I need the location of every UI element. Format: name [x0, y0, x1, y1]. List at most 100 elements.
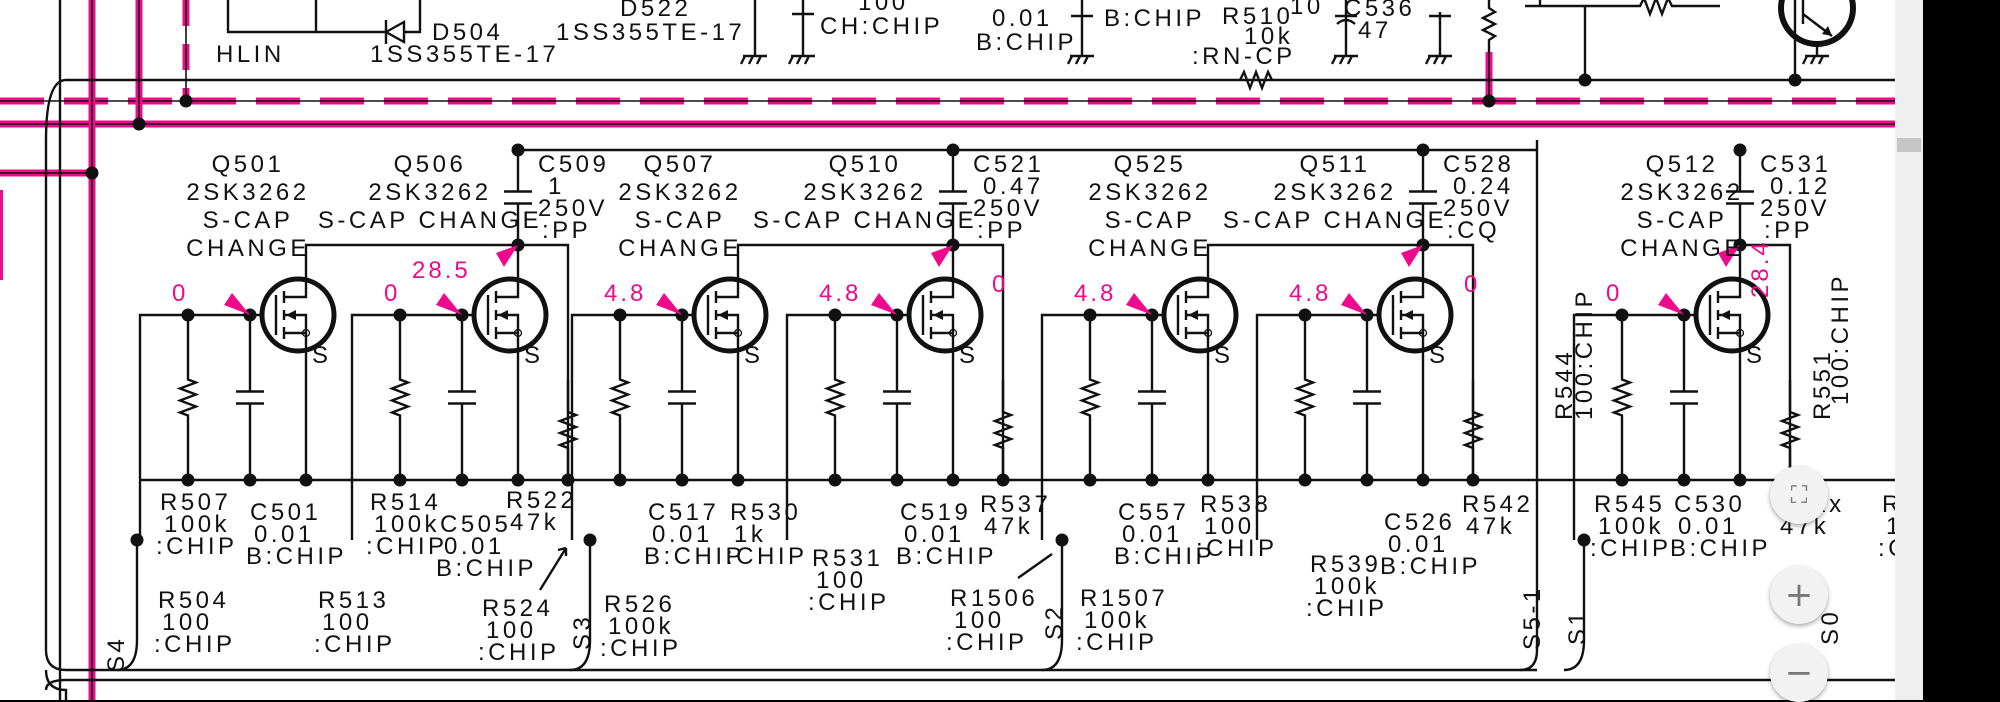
component-ref: R542: [1462, 491, 1533, 518]
junction-dot: [1360, 473, 1374, 487]
pointer-arrow: [538, 546, 568, 591]
component-ref: R530: [730, 499, 801, 526]
mosfet-arrow-icon: [1403, 310, 1413, 320]
junction-dot: [1733, 473, 1747, 487]
label-partial-chip: :CHIP: [228, 0, 310, 4]
junction-dot: [1788, 73, 1802, 87]
resistor-symbol: [176, 315, 200, 480]
source-mark-icon: [733, 328, 743, 338]
gate-voltage-label: 0: [1606, 280, 1622, 307]
top-circuit: [44, 0, 1895, 700]
component-type: B:CHIP: [436, 555, 537, 582]
switch-stage-3: S4.8S4.8C5280.24250V:CQQ5252SK3262S-CAPC…: [1040, 143, 1514, 672]
fit-screen-button[interactable]: ⛶: [1770, 466, 1828, 524]
junction-dot: [1145, 473, 1159, 487]
zoom-out-button[interactable]: −: [1770, 644, 1828, 702]
junction-dot: [179, 94, 193, 108]
junction-dot: [393, 473, 407, 487]
cap-ref: C528: [1443, 151, 1514, 178]
capacitor-symbol: [448, 315, 476, 480]
source-label: S: [1214, 342, 1234, 369]
component-type: :CHIP: [154, 631, 236, 658]
transistor-note: S-CAP CHANGE: [753, 207, 977, 234]
junction-dot: [613, 473, 627, 487]
switch-label-s5-1: S5-1: [1519, 585, 1546, 650]
transistor-ref: Q511: [1300, 151, 1371, 178]
gate-wire: [1572, 313, 1696, 540]
cap-voltage: 250V: [1443, 195, 1513, 222]
gate-wire: [138, 313, 262, 540]
junction-dot: [1578, 73, 1592, 87]
transistor-note: S-CAP: [635, 207, 726, 234]
transistor-part: 2SK3262: [1620, 179, 1743, 206]
junction-dot: [130, 533, 144, 547]
junction-dot: [132, 117, 146, 131]
probe-pointer-icon: [1401, 245, 1423, 267]
label-d504-ref: D504: [432, 19, 503, 46]
mosfet-arrow-icon: [286, 310, 296, 320]
switch-rail: [116, 540, 139, 672]
label-r544: R544: [1551, 349, 1578, 420]
pointer-arrow: [1017, 553, 1053, 579]
junction-dot: [1615, 473, 1629, 487]
gate-wire: [1255, 313, 1379, 540]
vertical-scrollbar[interactable]: [1895, 0, 1923, 700]
junction-dot: [675, 473, 689, 487]
resistor-symbol: [1461, 380, 1485, 480]
transistor-part: 2SK3262: [803, 179, 926, 206]
ground-icon: [1330, 54, 1358, 65]
transistor-ref: Q512: [1646, 151, 1719, 178]
switch-label-s2: S2: [1041, 604, 1068, 640]
component-type: B:CHIP: [1114, 543, 1215, 570]
transistor-part: 2SK3262: [186, 179, 309, 206]
component-value: 100: [1886, 513, 1895, 540]
zoom-in-button[interactable]: +: [1770, 566, 1828, 624]
source-mark-icon: [1203, 328, 1213, 338]
junction-dot: [511, 143, 525, 157]
gate-voltage-label: 4.8: [1289, 280, 1331, 307]
ground-icon: [1424, 54, 1452, 65]
junction-dot: [511, 473, 525, 487]
source-mark-icon: [301, 328, 311, 338]
mosfet-leads: [274, 281, 308, 349]
junction-dot: [1677, 473, 1691, 487]
label-hlin: HLIN: [216, 41, 285, 68]
switch-rail: [1041, 540, 1064, 672]
gate-voltage-label: 4.8: [819, 280, 861, 307]
mosfet-leads: [1391, 281, 1425, 349]
component-type: B:CHIP: [644, 543, 745, 570]
component-value: 100: [954, 607, 1005, 634]
switch-label-s4: S4: [103, 636, 130, 672]
label-d522-part: 1SS355TE-17: [556, 19, 745, 46]
transistor-q510: S4.8: [785, 276, 984, 540]
component-type: :CHIP: [156, 533, 238, 560]
ground-icon: [787, 54, 815, 65]
transistor-note: S-CAP CHANGE: [1223, 207, 1447, 234]
component-ref: R507: [160, 489, 231, 516]
capacitor-symbol: [1409, 150, 1437, 245]
label-c536-val: 47: [1358, 17, 1392, 44]
component-ref: R545: [1594, 491, 1665, 518]
mosfet-leads: [706, 281, 740, 349]
capacitor-symbol: [668, 315, 696, 480]
resistor-symbol: [1610, 315, 1634, 480]
scrollbar-thumb[interactable]: [1897, 138, 1921, 152]
transistor-ref: Q510: [829, 151, 902, 178]
probe-pointer-icon: [1658, 293, 1684, 315]
component-value: 100k: [1598, 513, 1664, 540]
component-value: 47k: [1466, 513, 1515, 540]
capacitor-symbol: [1353, 315, 1381, 480]
